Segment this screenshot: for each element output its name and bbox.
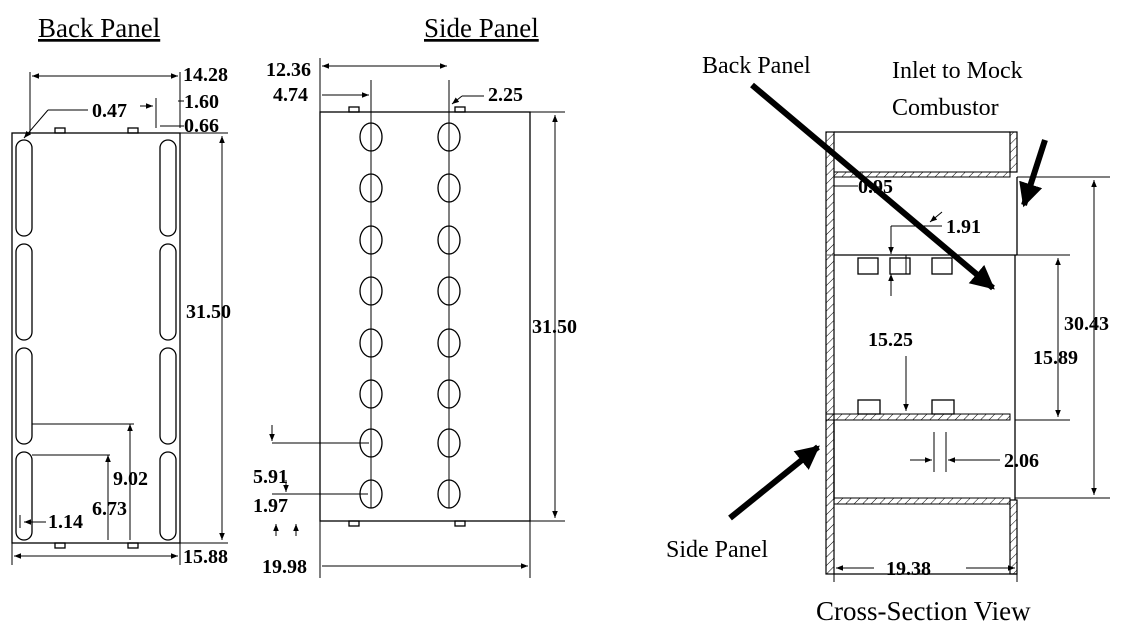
arrow-inlet bbox=[1019, 139, 1048, 208]
back-panel-outline bbox=[11, 132, 181, 544]
arrow-back-panel bbox=[750, 82, 995, 291]
side-panel-title: Side Panel bbox=[424, 13, 539, 43]
back-panel-slots-right bbox=[159, 139, 177, 541]
left-wall-hatch bbox=[825, 131, 835, 575]
dim-5-91: 5.91 bbox=[253, 466, 288, 488]
back-panel-tab bbox=[127, 127, 139, 134]
dim-0-47: 0.47 bbox=[92, 100, 127, 122]
cross-section-tabs-top bbox=[857, 257, 953, 275]
cross-section-title: Cross-Section View bbox=[816, 596, 1031, 626]
side-panel-tab bbox=[454, 106, 466, 113]
cross-section-tabs-bottom bbox=[857, 399, 955, 415]
cross-section-view: Back Panel Inlet to Mock Combustor Side … bbox=[666, 53, 1110, 626]
dim-0-66: 0.66 bbox=[184, 115, 219, 137]
side-panel-view: Side Panel bbox=[253, 13, 577, 578]
dim-2-06: 2.06 bbox=[1004, 450, 1039, 472]
back-panel-tab bbox=[54, 127, 66, 134]
dim-30-43: 30.43 bbox=[1064, 313, 1109, 335]
side-panel-tab bbox=[348, 520, 360, 527]
back-panel-view: Back Panel 14.28 0.47 bbox=[11, 13, 231, 568]
dim-1-60: 1.60 bbox=[184, 91, 219, 113]
side-panel-holes-left bbox=[359, 80, 383, 509]
arrow-side-panel bbox=[728, 444, 820, 521]
side-panel-tab bbox=[454, 520, 466, 527]
side-panel-tab bbox=[348, 106, 360, 113]
back-panel-tab bbox=[127, 542, 139, 549]
dim-14-28: 14.28 bbox=[183, 64, 228, 86]
dim-19-38: 19.38 bbox=[886, 558, 931, 580]
dim-1-91: 1.91 bbox=[946, 216, 981, 238]
back-panel-tab bbox=[54, 542, 66, 549]
side-panel-holes-right bbox=[437, 80, 461, 509]
dim-6-73: 6.73 bbox=[92, 498, 127, 520]
back-panel-title: Back Panel bbox=[38, 13, 160, 43]
dim-15-89: 15.89 bbox=[1033, 347, 1078, 369]
dim-2-25: 2.25 bbox=[488, 84, 523, 106]
bottom-channel-wall bbox=[833, 497, 1011, 505]
label-back-panel: Back Panel bbox=[702, 53, 811, 79]
lower-channel-wall bbox=[825, 413, 1011, 421]
dim-31-50-back: 31.50 bbox=[186, 301, 231, 323]
dim-1-97: 1.97 bbox=[253, 495, 288, 517]
dim-15-25: 15.25 bbox=[868, 329, 913, 351]
dim-15-88: 15.88 bbox=[183, 546, 228, 568]
back-panel-slots-left bbox=[15, 139, 33, 541]
dim-9-02: 9.02 bbox=[113, 468, 148, 490]
label-inlet-line2: Combustor bbox=[892, 95, 999, 121]
side-panel-outline bbox=[319, 111, 531, 522]
label-side-panel: Side Panel bbox=[666, 537, 768, 563]
right-wall-bottom-hatch bbox=[1009, 499, 1018, 575]
dim-4-74: 4.74 bbox=[273, 84, 308, 106]
upper-channel-wall bbox=[833, 171, 1011, 178]
dim-12-36: 12.36 bbox=[266, 59, 311, 81]
dim-19-98: 19.98 bbox=[262, 556, 307, 578]
dim-31-50-side: 31.50 bbox=[532, 316, 577, 338]
label-inlet-line1: Inlet to Mock bbox=[892, 58, 1023, 84]
dim-0-95: 0.95 bbox=[858, 176, 893, 198]
right-wall-top-hatch bbox=[1009, 131, 1018, 173]
dim-1-14: 1.14 bbox=[48, 511, 83, 533]
